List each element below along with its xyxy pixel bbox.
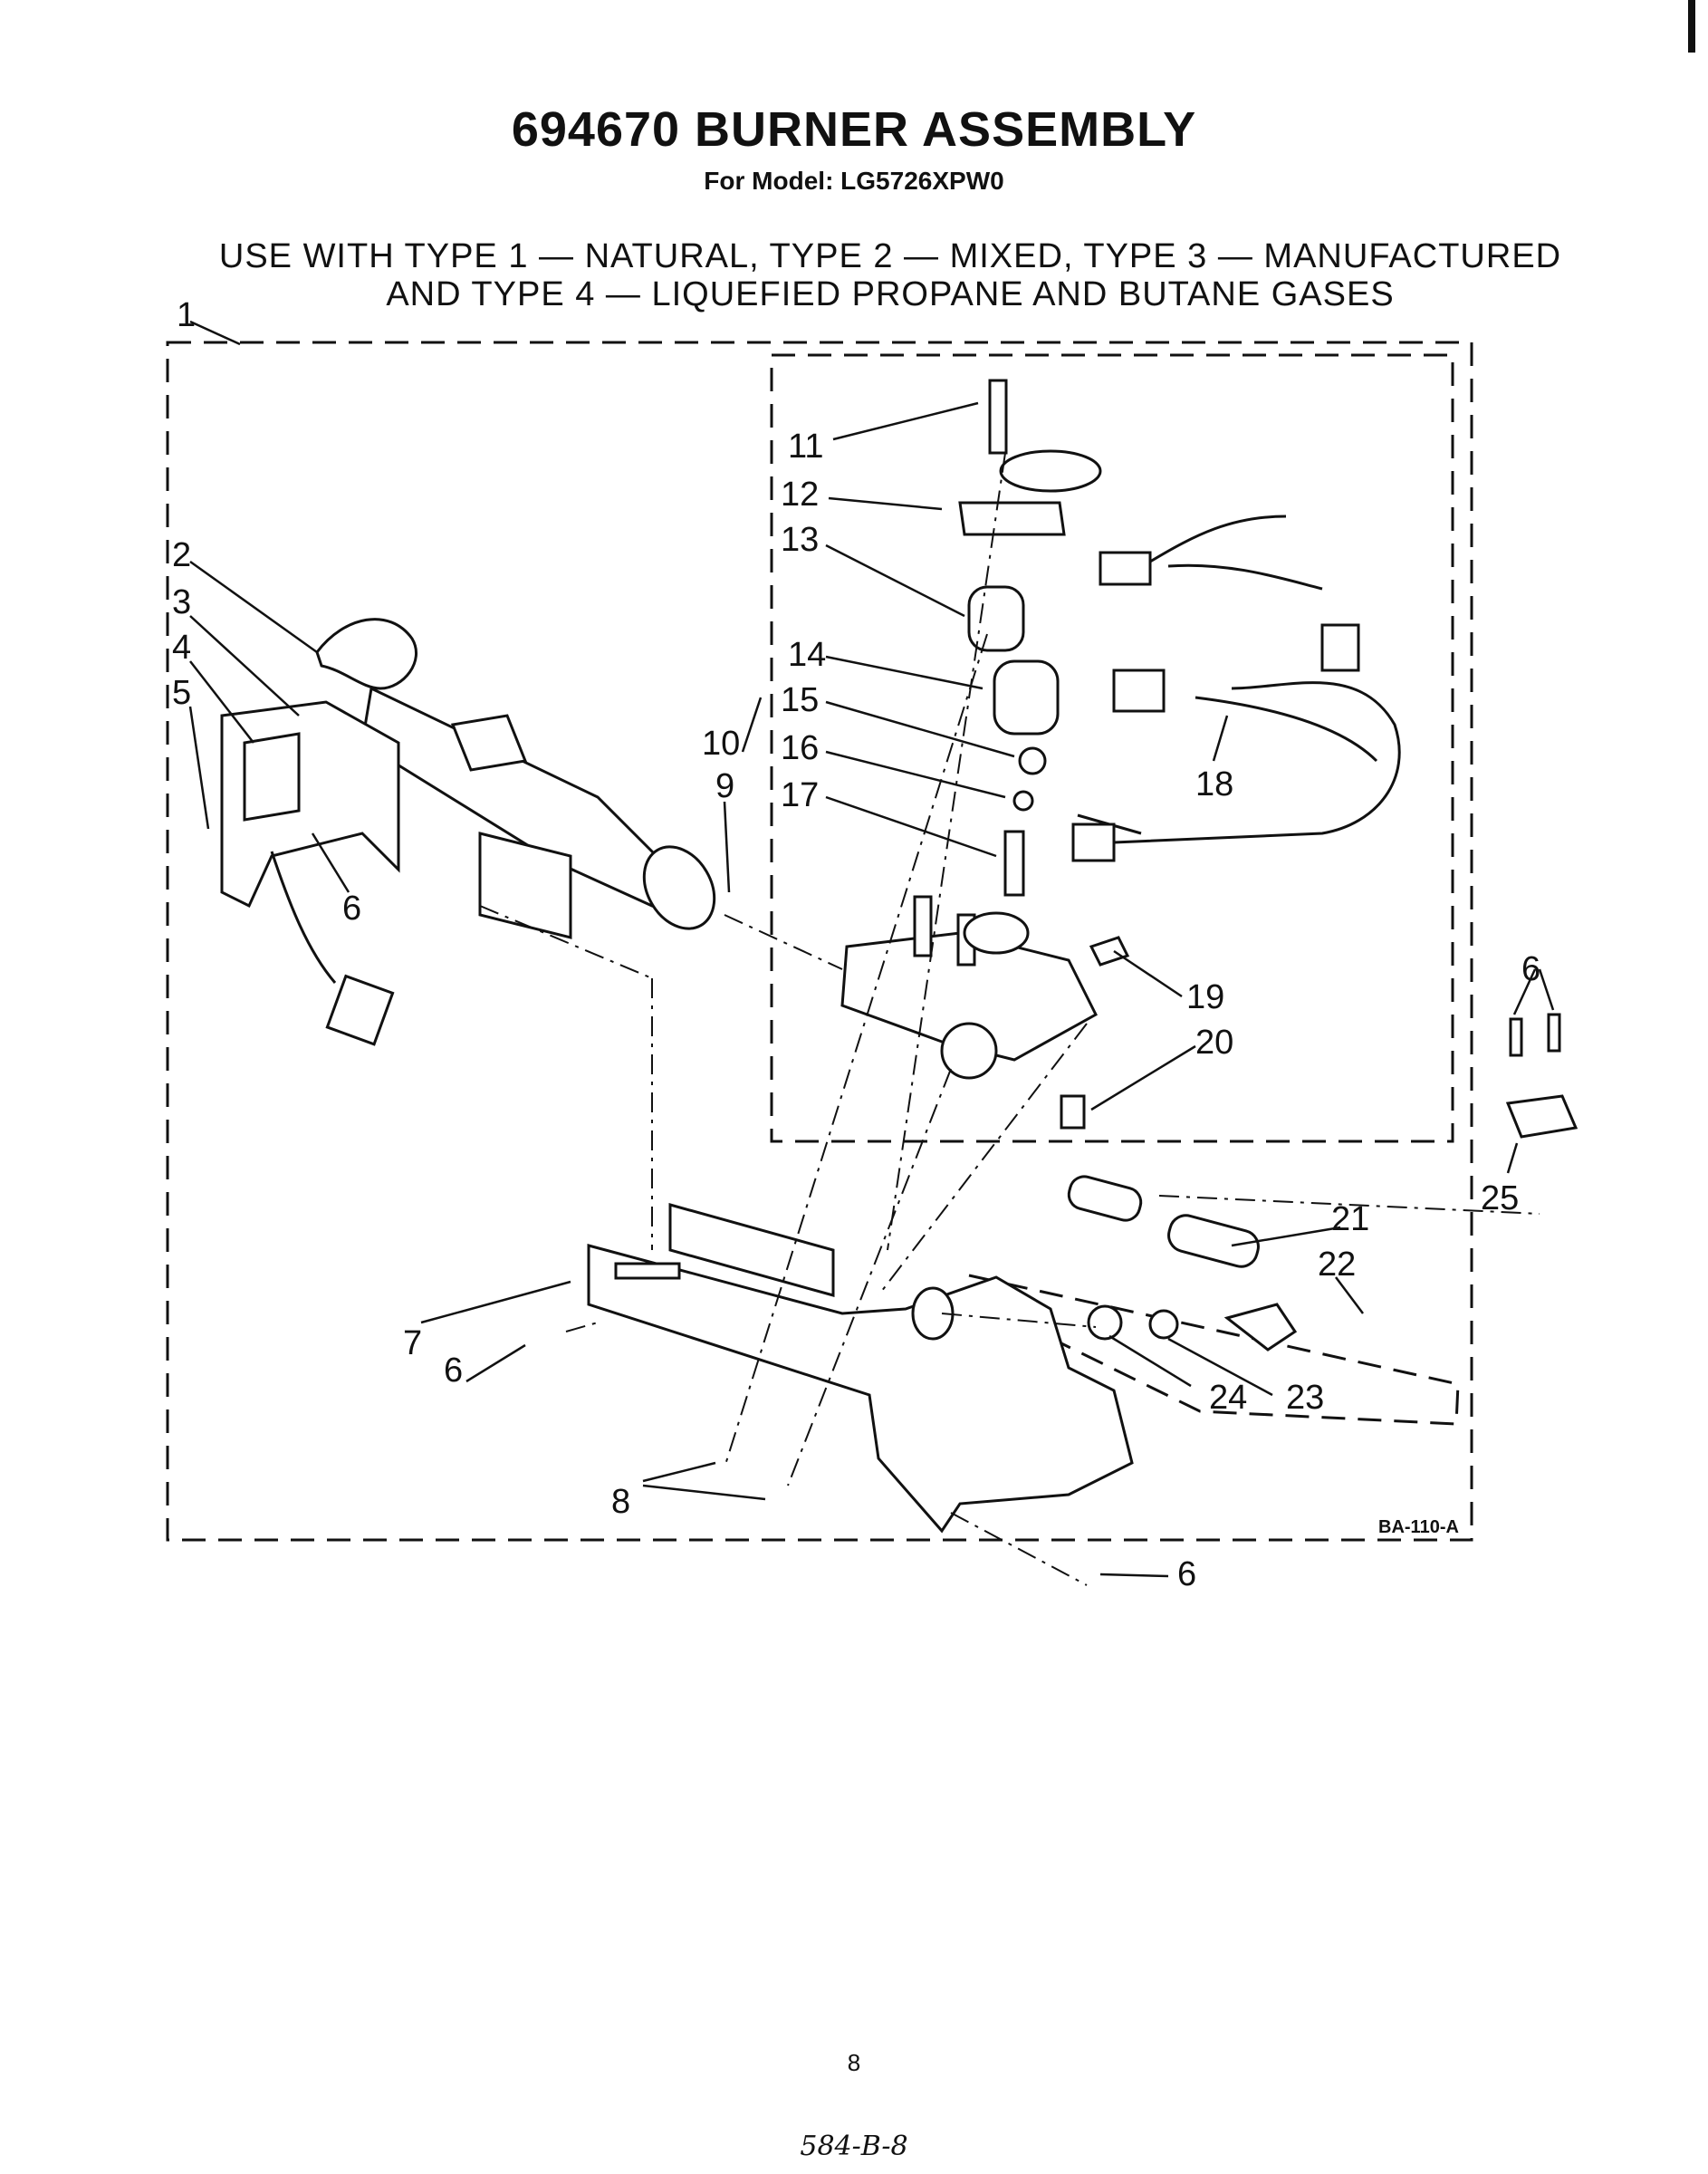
- page-number: 8: [847, 2049, 861, 2076]
- callout-15: 15: [781, 681, 819, 719]
- base-bracket-drawing: [587, 1203, 1134, 1534]
- callout-17: 17: [781, 776, 819, 814]
- assembly-outline-box: [166, 341, 1473, 1542]
- leader-lines: [188, 320, 1555, 1578]
- callout-18: 18: [1195, 765, 1233, 803]
- alignment-lines: [479, 452, 1540, 1586]
- model-subtitle: For Model: LG5726XPW0: [704, 167, 1004, 195]
- callout-25: 25: [1481, 1179, 1519, 1217]
- valve-group-box: [770, 353, 1454, 1143]
- callout-14: 14: [788, 636, 826, 674]
- orifice-group-outline: [968, 1274, 1460, 1426]
- callout-12: 12: [781, 476, 819, 514]
- burner-tube-drawing: [315, 618, 716, 939]
- callout-22: 22: [1318, 1246, 1356, 1284]
- callout-4: 4: [172, 629, 191, 667]
- callout-13: 13: [781, 521, 819, 559]
- page-title: 694670 BURNER ASSEMBLY: [511, 102, 1197, 157]
- callout-20: 20: [1195, 1024, 1233, 1062]
- callout-6-bracket: 6: [342, 890, 361, 928]
- callout-6-clamp: 6: [1521, 950, 1540, 988]
- gas-type-note-line2: AND TYPE 4 — LIQUEFIED PROPANE AND BUTAN…: [386, 275, 1395, 313]
- callout-labels: 1 2 3 4 5 6 6 6 6 7 8 9 10 11 12 13 14 1…: [172, 296, 1540, 1593]
- callout-2: 2: [172, 536, 191, 574]
- diagram-code: BA-110-A: [1378, 1517, 1459, 1537]
- callout-16: 16: [781, 729, 819, 767]
- gas-type-note-line1: USE WITH TYPE 1 — NATURAL, TYPE 2 — MIXE…: [218, 237, 1562, 275]
- callout-1: 1: [177, 296, 196, 334]
- callout-11: 11: [788, 428, 823, 466]
- callout-9: 9: [715, 767, 734, 805]
- callout-23: 23: [1286, 1379, 1324, 1417]
- callout-21: 21: [1331, 1200, 1369, 1238]
- scan-edge-mark: [1688, 0, 1695, 53]
- callout-24: 24: [1209, 1379, 1247, 1417]
- burner-bracket-drawing: [220, 700, 400, 1046]
- callout-6-base: 6: [444, 1352, 463, 1390]
- gas-valve-drawing: [840, 379, 1130, 1130]
- callout-19: 19: [1186, 978, 1224, 1016]
- handwritten-reference: 584-B-8: [800, 2131, 908, 2162]
- callout-7: 7: [403, 1324, 422, 1362]
- callout-6-bottom: 6: [1177, 1555, 1196, 1593]
- callout-5: 5: [172, 674, 191, 712]
- fittings-drawing: [1067, 1013, 1578, 1352]
- screw-11: [988, 379, 1008, 455]
- callout-3: 3: [172, 583, 191, 621]
- callout-10: 10: [702, 725, 740, 763]
- wiring-harness-drawing: [1071, 515, 1401, 862]
- callout-8: 8: [611, 1483, 630, 1521]
